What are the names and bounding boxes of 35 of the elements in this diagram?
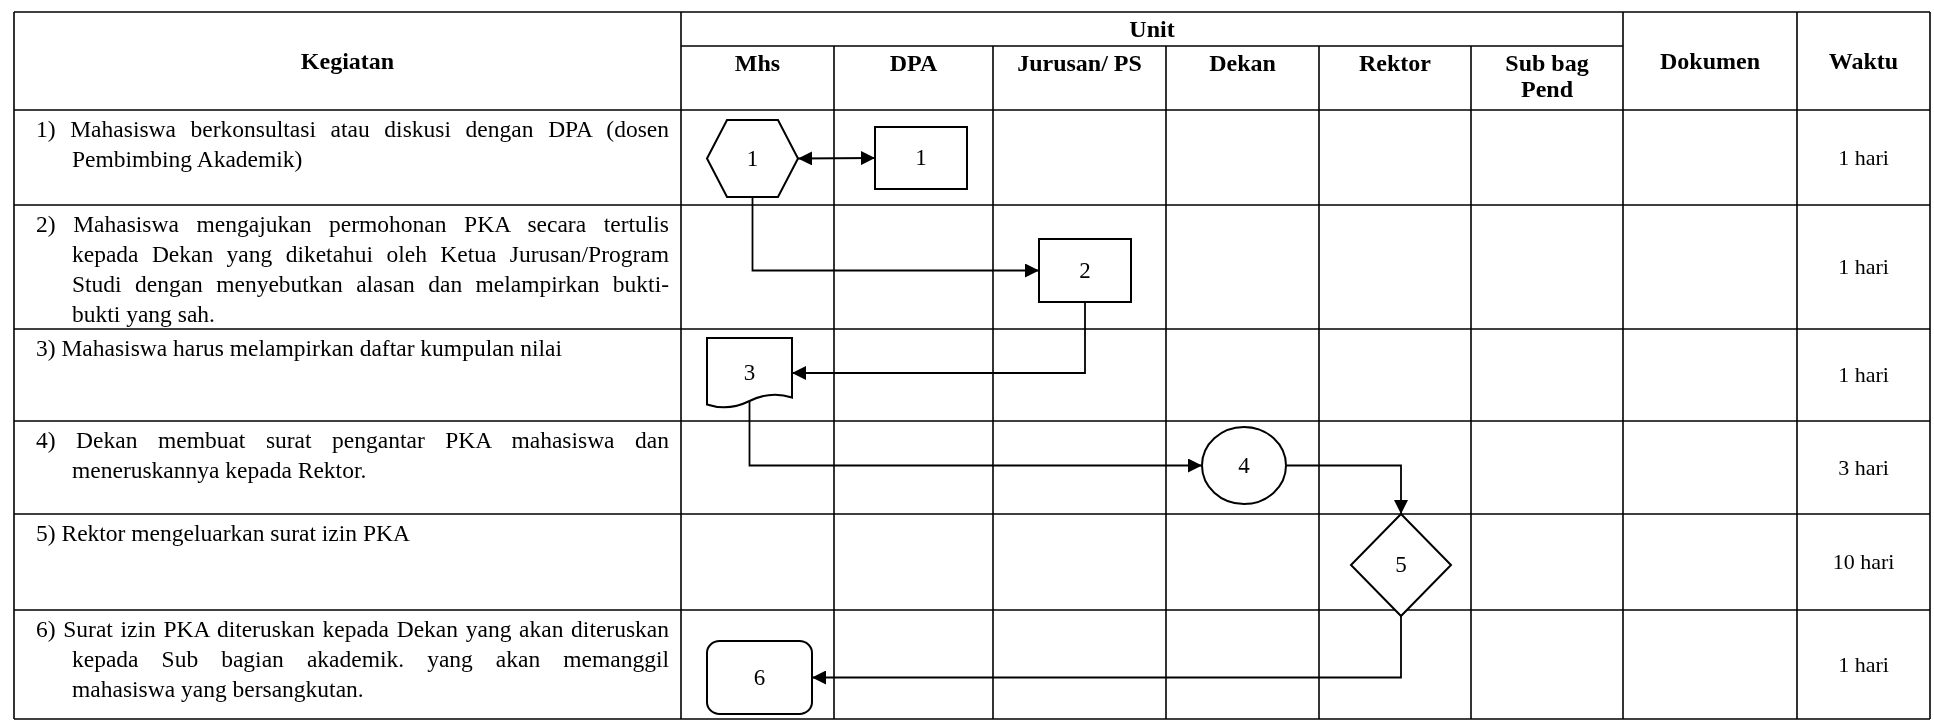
step-description: 4) Dekan membuat surat pengantar PKA mahasiswa dan meneruskannya kepada Rektor. (35, 426, 669, 485)
preparation-hexagon: 1 (707, 120, 798, 197)
process-box: 2 (1039, 239, 1131, 302)
duration-text: 1 hari (1838, 254, 1889, 280)
step-description: 6) Surat izin PKA diteruskan kepada Dekan yang akan diteruskan kepada Sub bagian akademik. yang akan memanggil mahasiswa yang bersangkutan. (35, 615, 669, 704)
arrow (811, 615, 1402, 685)
duration-text: 1 hari (1838, 362, 1889, 388)
arrow (748, 400, 1203, 473)
duration-text: 10 hari (1832, 549, 1895, 575)
arrow (751, 196, 1040, 278)
column-header: Waktu (1828, 48, 1899, 74)
step-description: 3) Mahasiswa harus melampirkan daftar kumpulan nilai (35, 334, 563, 363)
step-description: 2) Mahasiswa mengajukan permohonan PKA secara tertulis kepada Dekan yang diketahui oleh Ketua Jurusan/Program Studi dengan menyebutkan alasan dan melampirkan bukti-bukti yang sah. (35, 210, 669, 329)
column-header: Mhs (734, 50, 781, 76)
connector-circle: 4 (1202, 427, 1286, 504)
column-header: Unit (1129, 16, 1175, 42)
decision-diamond: 5 (1351, 514, 1451, 616)
column-header: Dokumen (1660, 48, 1760, 74)
column-header: Rektor (1359, 50, 1431, 76)
column-header: Dekan (1209, 50, 1276, 76)
column-header: Sub bag Pend (1504, 50, 1590, 102)
arrow (791, 301, 1086, 380)
terminator-box: 6 (707, 641, 812, 714)
document-symbol: 3 (707, 338, 792, 408)
duration-text: 3 hari (1838, 454, 1889, 481)
duration-text: 1 hari (1838, 144, 1889, 171)
arrow (797, 151, 876, 166)
step-description: 1) Mahasiswa berkonsultasi atau diskusi dengan DPA (dosen Pembimbing Akademik) (35, 115, 669, 174)
process-box: 1 (875, 127, 967, 189)
column-header: Jurusan/ PS (1017, 50, 1142, 76)
step-description: 5) Rektor mengeluarkan surat izin PKA (35, 519, 411, 548)
column-header: DPA (889, 50, 938, 76)
duration-text: 1 hari (1838, 651, 1889, 678)
arrow (1285, 464, 1408, 515)
column-header: Kegiatan (300, 48, 395, 74)
